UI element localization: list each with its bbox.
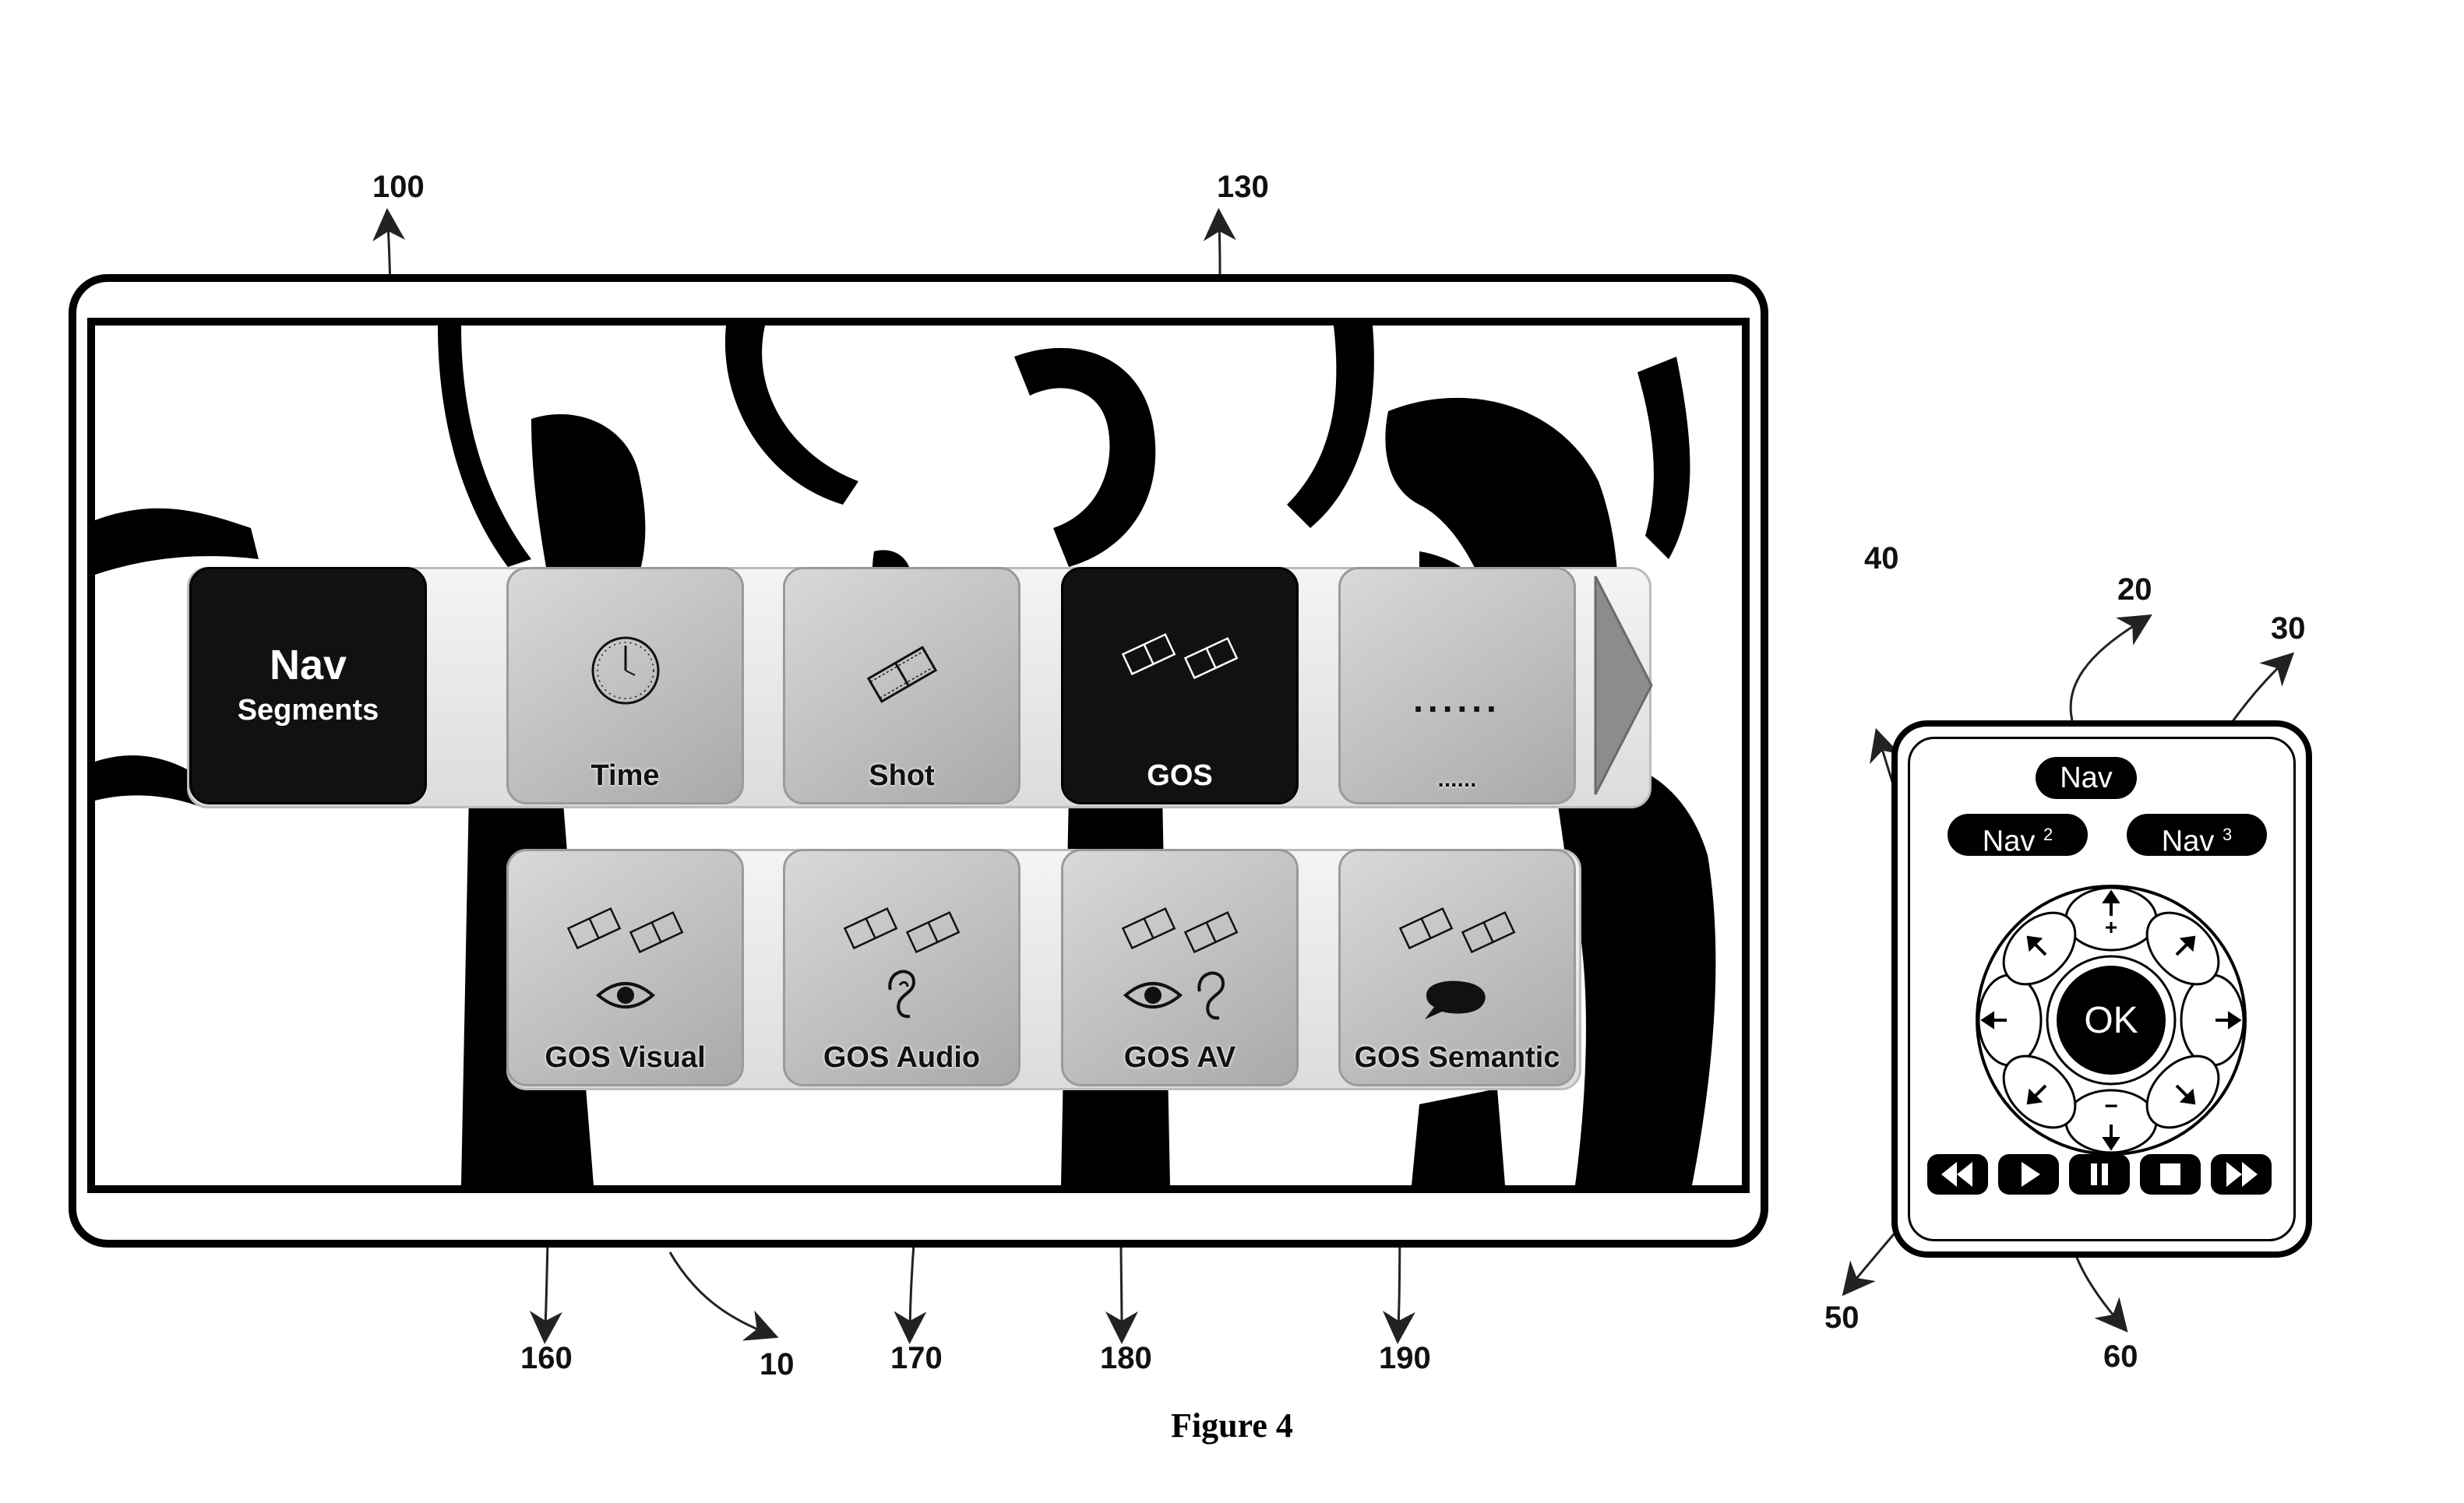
nav3-button[interactable]: Nav 3 xyxy=(2127,814,2267,856)
gos-visual-label: GOS Visual xyxy=(509,1041,742,1075)
ref-60: 60 xyxy=(2103,1339,2138,1375)
speech-bubble-icon xyxy=(1341,976,1574,1026)
gos-semantic-tile[interactable]: GOS Semantic xyxy=(1338,849,1576,1086)
gos-audio-tile[interactable]: GOS Audio xyxy=(783,849,1020,1086)
gos-visual-tile[interactable]: GOS Visual xyxy=(506,849,744,1086)
film-strips-icon xyxy=(1063,624,1296,690)
ear-icon xyxy=(785,968,1018,1026)
gos-tile-label: GOS xyxy=(1063,759,1296,793)
more-tile-label: ...... xyxy=(1341,766,1574,793)
leader-10 xyxy=(670,1252,763,1332)
nav2-button[interactable]: Nav 2 xyxy=(1948,814,2088,856)
figure-caption: Figure 4 xyxy=(0,1406,2464,1445)
stop-icon xyxy=(2140,1154,2201,1195)
film-strips-icon xyxy=(509,898,742,964)
ellipsis-icon: ...... xyxy=(1341,678,1574,720)
pause-button[interactable] xyxy=(2069,1154,2130,1195)
dpad-minus-sign: − xyxy=(2104,1093,2118,1119)
fast-forward-icon xyxy=(2211,1154,2272,1195)
film-strips-icon xyxy=(1063,898,1296,964)
fast-forward-button[interactable] xyxy=(2211,1154,2272,1195)
time-tile[interactable]: Time xyxy=(506,567,744,804)
nav-segments-subtitle: Segments xyxy=(192,694,425,727)
ref-30: 30 xyxy=(2271,611,2306,646)
film-strip-icon xyxy=(785,639,1018,713)
film-strips-icon xyxy=(1341,898,1574,964)
ref-40: 40 xyxy=(1864,541,1899,576)
film-strips-icon xyxy=(785,898,1018,964)
leader-20 xyxy=(2071,623,2138,720)
ref-10: 10 xyxy=(760,1347,795,1382)
ref-160: 160 xyxy=(520,1341,573,1376)
nav-segments-title: Nav xyxy=(192,641,425,689)
ref-180: 180 xyxy=(1100,1341,1152,1376)
eye-icon xyxy=(509,976,742,1019)
eye-ear-icon xyxy=(1063,968,1296,1026)
ref-190: 190 xyxy=(1379,1341,1431,1376)
gos-semantic-label: GOS Semantic xyxy=(1341,1041,1574,1075)
gos-audio-label: GOS Audio xyxy=(785,1041,1018,1075)
rewind-button[interactable] xyxy=(1927,1154,1988,1195)
nav-segments-tile[interactable]: Nav Segments xyxy=(189,567,427,804)
more-tile[interactable]: ...... ...... xyxy=(1338,567,1576,804)
ref-50: 50 xyxy=(1824,1301,1859,1336)
ref-170: 170 xyxy=(890,1341,943,1376)
clock-icon xyxy=(509,632,742,713)
ok-label: OK xyxy=(2084,1000,2138,1041)
scroll-right-arrow-icon[interactable] xyxy=(1589,568,1659,802)
gos-av-label: GOS AV xyxy=(1063,1041,1296,1075)
rewind-icon xyxy=(1927,1154,1988,1195)
shot-tile[interactable]: Shot xyxy=(783,567,1020,804)
ref-100: 100 xyxy=(372,170,425,205)
play-icon xyxy=(1998,1154,2059,1195)
play-button[interactable] xyxy=(1998,1154,2059,1195)
pause-icon xyxy=(2069,1154,2130,1195)
gos-av-tile[interactable]: GOS AV xyxy=(1061,849,1299,1086)
nav-button[interactable]: Nav xyxy=(2036,757,2137,799)
gos-tile[interactable]: GOS xyxy=(1061,567,1299,804)
dpad[interactable]: + − OK xyxy=(1971,880,2251,1160)
ref-20: 20 xyxy=(2117,572,2152,607)
dpad-plus-sign: + xyxy=(2105,915,2117,939)
shot-tile-label: Shot xyxy=(785,759,1018,793)
ref-130: 130 xyxy=(1217,170,1269,205)
time-tile-label: Time xyxy=(509,759,742,793)
stop-button[interactable] xyxy=(2140,1154,2201,1195)
